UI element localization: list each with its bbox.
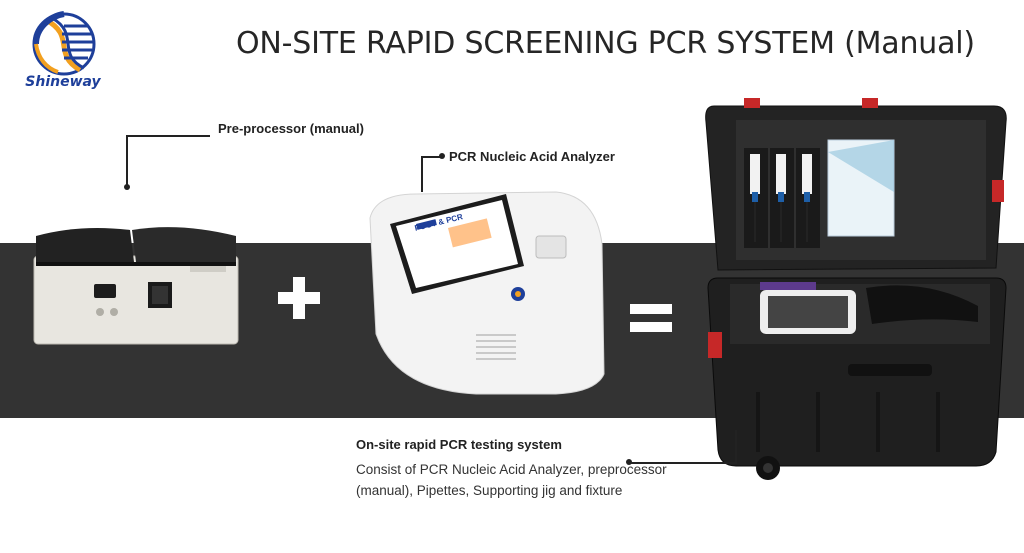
- system-description: Consist of PCR Nucleic Acid Analyzer, pr…: [356, 462, 667, 498]
- system-callout-v: [735, 430, 737, 464]
- pcr-analyzer-image: [369, 191, 605, 395]
- analyzer-label: PCR Nucleic Acid Analyzer: [449, 149, 615, 164]
- page-title: ON-SITE RAPID SCREENING PCR SYSTEM (Manu…: [236, 26, 975, 61]
- shineway-logo: [32, 11, 96, 76]
- portable-case-image: [705, 98, 1007, 480]
- preprocessor-callout-h: [126, 135, 210, 137]
- preprocessor-label: Pre-processor (manual): [218, 121, 364, 136]
- preprocessor-callout-v: [126, 135, 128, 185]
- analyzer-callout-v: [421, 156, 423, 192]
- plus-icon: [278, 277, 320, 319]
- preprocessor-device-image: [33, 227, 239, 345]
- analyzer-callout-h: [421, 156, 443, 158]
- system-callout-dot: [626, 459, 632, 465]
- brand-name: Shineway: [25, 74, 101, 90]
- analyzer-callout-dot: [439, 153, 445, 159]
- system-title: On-site rapid PCR testing system: [356, 437, 562, 452]
- system-callout-h: [629, 462, 737, 464]
- equals-icon: [630, 304, 672, 332]
- preprocessor-callout-dot: [124, 184, 130, 190]
